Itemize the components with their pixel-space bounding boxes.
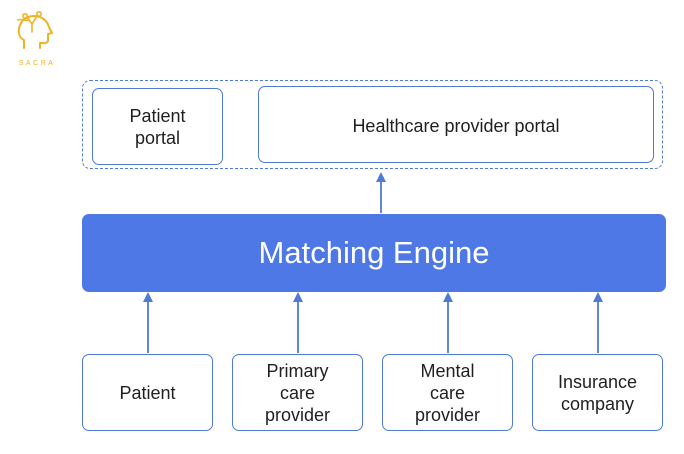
input-box-primary-care-provider[interactable]: Primary care provider [232,354,363,431]
input-box-label: Insurance company [557,371,638,414]
portal-group [82,80,663,169]
input-box-label: Mental care provider [414,360,481,425]
input-box-label: Patient [119,382,176,403]
arrowhead-icon [443,292,453,302]
arrowhead-icon [143,292,153,302]
arrowhead-icon [376,172,386,182]
patient-portal-label: Patient portal [129,105,186,148]
input-box-mental-care-provider[interactable]: Mental care provider [382,354,513,431]
sacra-head-logo-icon [17,10,53,49]
healthcare-provider-portal-label: Healthcare provider portal [352,116,560,136]
arrowhead-icon [293,292,303,302]
sacra-logo: SACRA [14,10,60,68]
matching-engine-label: Matching Engine [258,235,490,270]
input-box-label: Primary care provider [264,360,331,425]
patient-portal-box[interactable]: Patient portal [92,88,223,165]
logo-wordmark: SACRA [18,60,56,67]
matching-engine: Matching Engine [82,214,666,292]
arrowhead-icon [593,292,603,302]
input-box-patient[interactable]: Patient [82,354,213,431]
healthcare-provider-portal-box[interactable]: Healthcare provider portal [258,86,654,163]
input-box-insurance-company[interactable]: Insurance company [532,354,663,431]
